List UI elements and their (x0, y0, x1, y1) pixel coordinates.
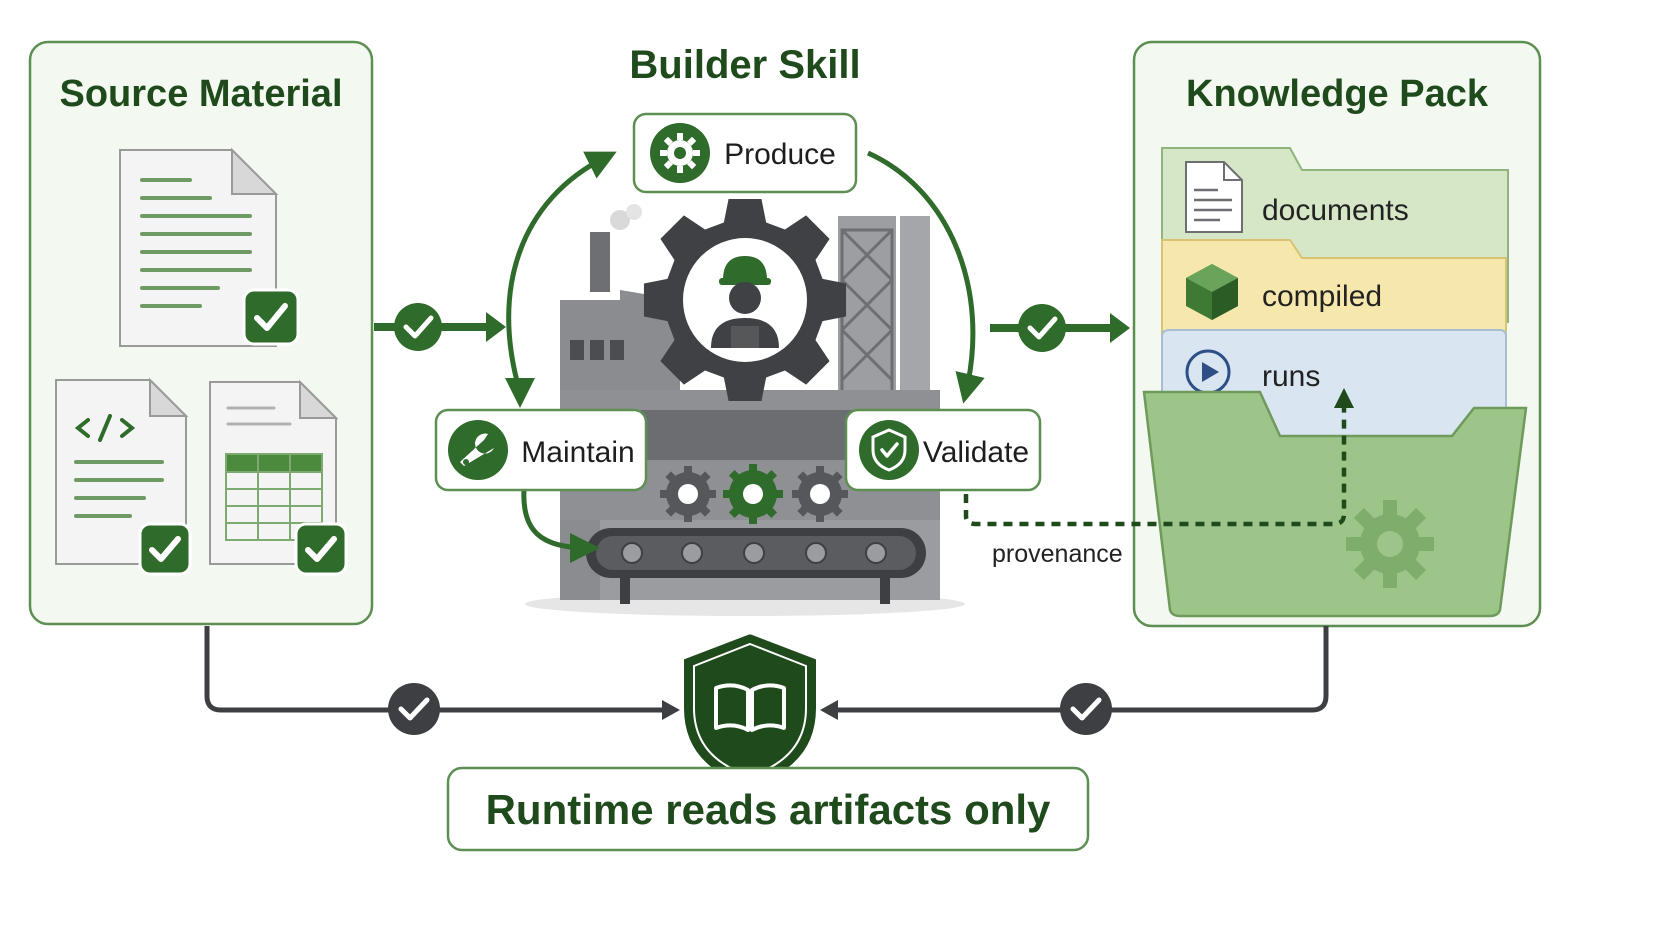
check-icon (138, 522, 192, 576)
spreadsheet-file-icon (209, 379, 348, 576)
provenance-label: provenance (992, 540, 1123, 568)
documents-label: documents (1262, 194, 1409, 227)
knowledge-pack-panel: Knowledge Pack documents (963, 40, 1542, 628)
cycle-arrows (505, 150, 985, 563)
gear-icon (650, 123, 710, 183)
maintain-label: Maintain (521, 436, 634, 469)
document-icon (119, 147, 300, 347)
validate-step: Validate (844, 408, 1042, 492)
source-material-panel: Source Material (28, 40, 374, 626)
compiled-label: compiled (1262, 280, 1382, 313)
check-icon (1060, 683, 1112, 735)
code-file-icon (55, 377, 192, 576)
gear-icon (1346, 500, 1434, 588)
builder-skill-title: Builder Skill (629, 43, 860, 87)
produce-step: Produce (632, 112, 858, 194)
source-material-title: Source Material (60, 73, 343, 115)
document-icon (1185, 161, 1243, 233)
maintain-step: Maintain (434, 408, 648, 492)
builder-skill-section: Builder Skill (434, 43, 1042, 616)
check-icon (294, 522, 348, 576)
builder-gear-icon (643, 198, 847, 402)
runtime-label: Runtime reads artifacts only (486, 786, 1051, 833)
builder-to-pack-arrow (990, 304, 1130, 352)
shield-check-icon (859, 420, 919, 480)
folder-icon (1142, 390, 1528, 618)
produce-label: Produce (724, 138, 836, 171)
source-to-builder-arrow (374, 303, 506, 351)
runtime-label-box: Runtime reads artifacts only (446, 766, 1090, 852)
check-icon (388, 683, 440, 735)
conveyor-belt-icon (586, 464, 926, 604)
provenance-connector (963, 388, 1354, 527)
runs-label: runs (1262, 360, 1320, 393)
validate-label: Validate (923, 436, 1029, 469)
knowledge-pack-title: Knowledge Pack (1186, 73, 1489, 115)
cube-icon (1186, 264, 1238, 320)
wrench-icon (448, 420, 508, 480)
check-icon (242, 288, 300, 346)
book-shield-icon (680, 629, 820, 791)
runtime-connectors (204, 626, 1329, 735)
worker-icon (711, 256, 779, 348)
